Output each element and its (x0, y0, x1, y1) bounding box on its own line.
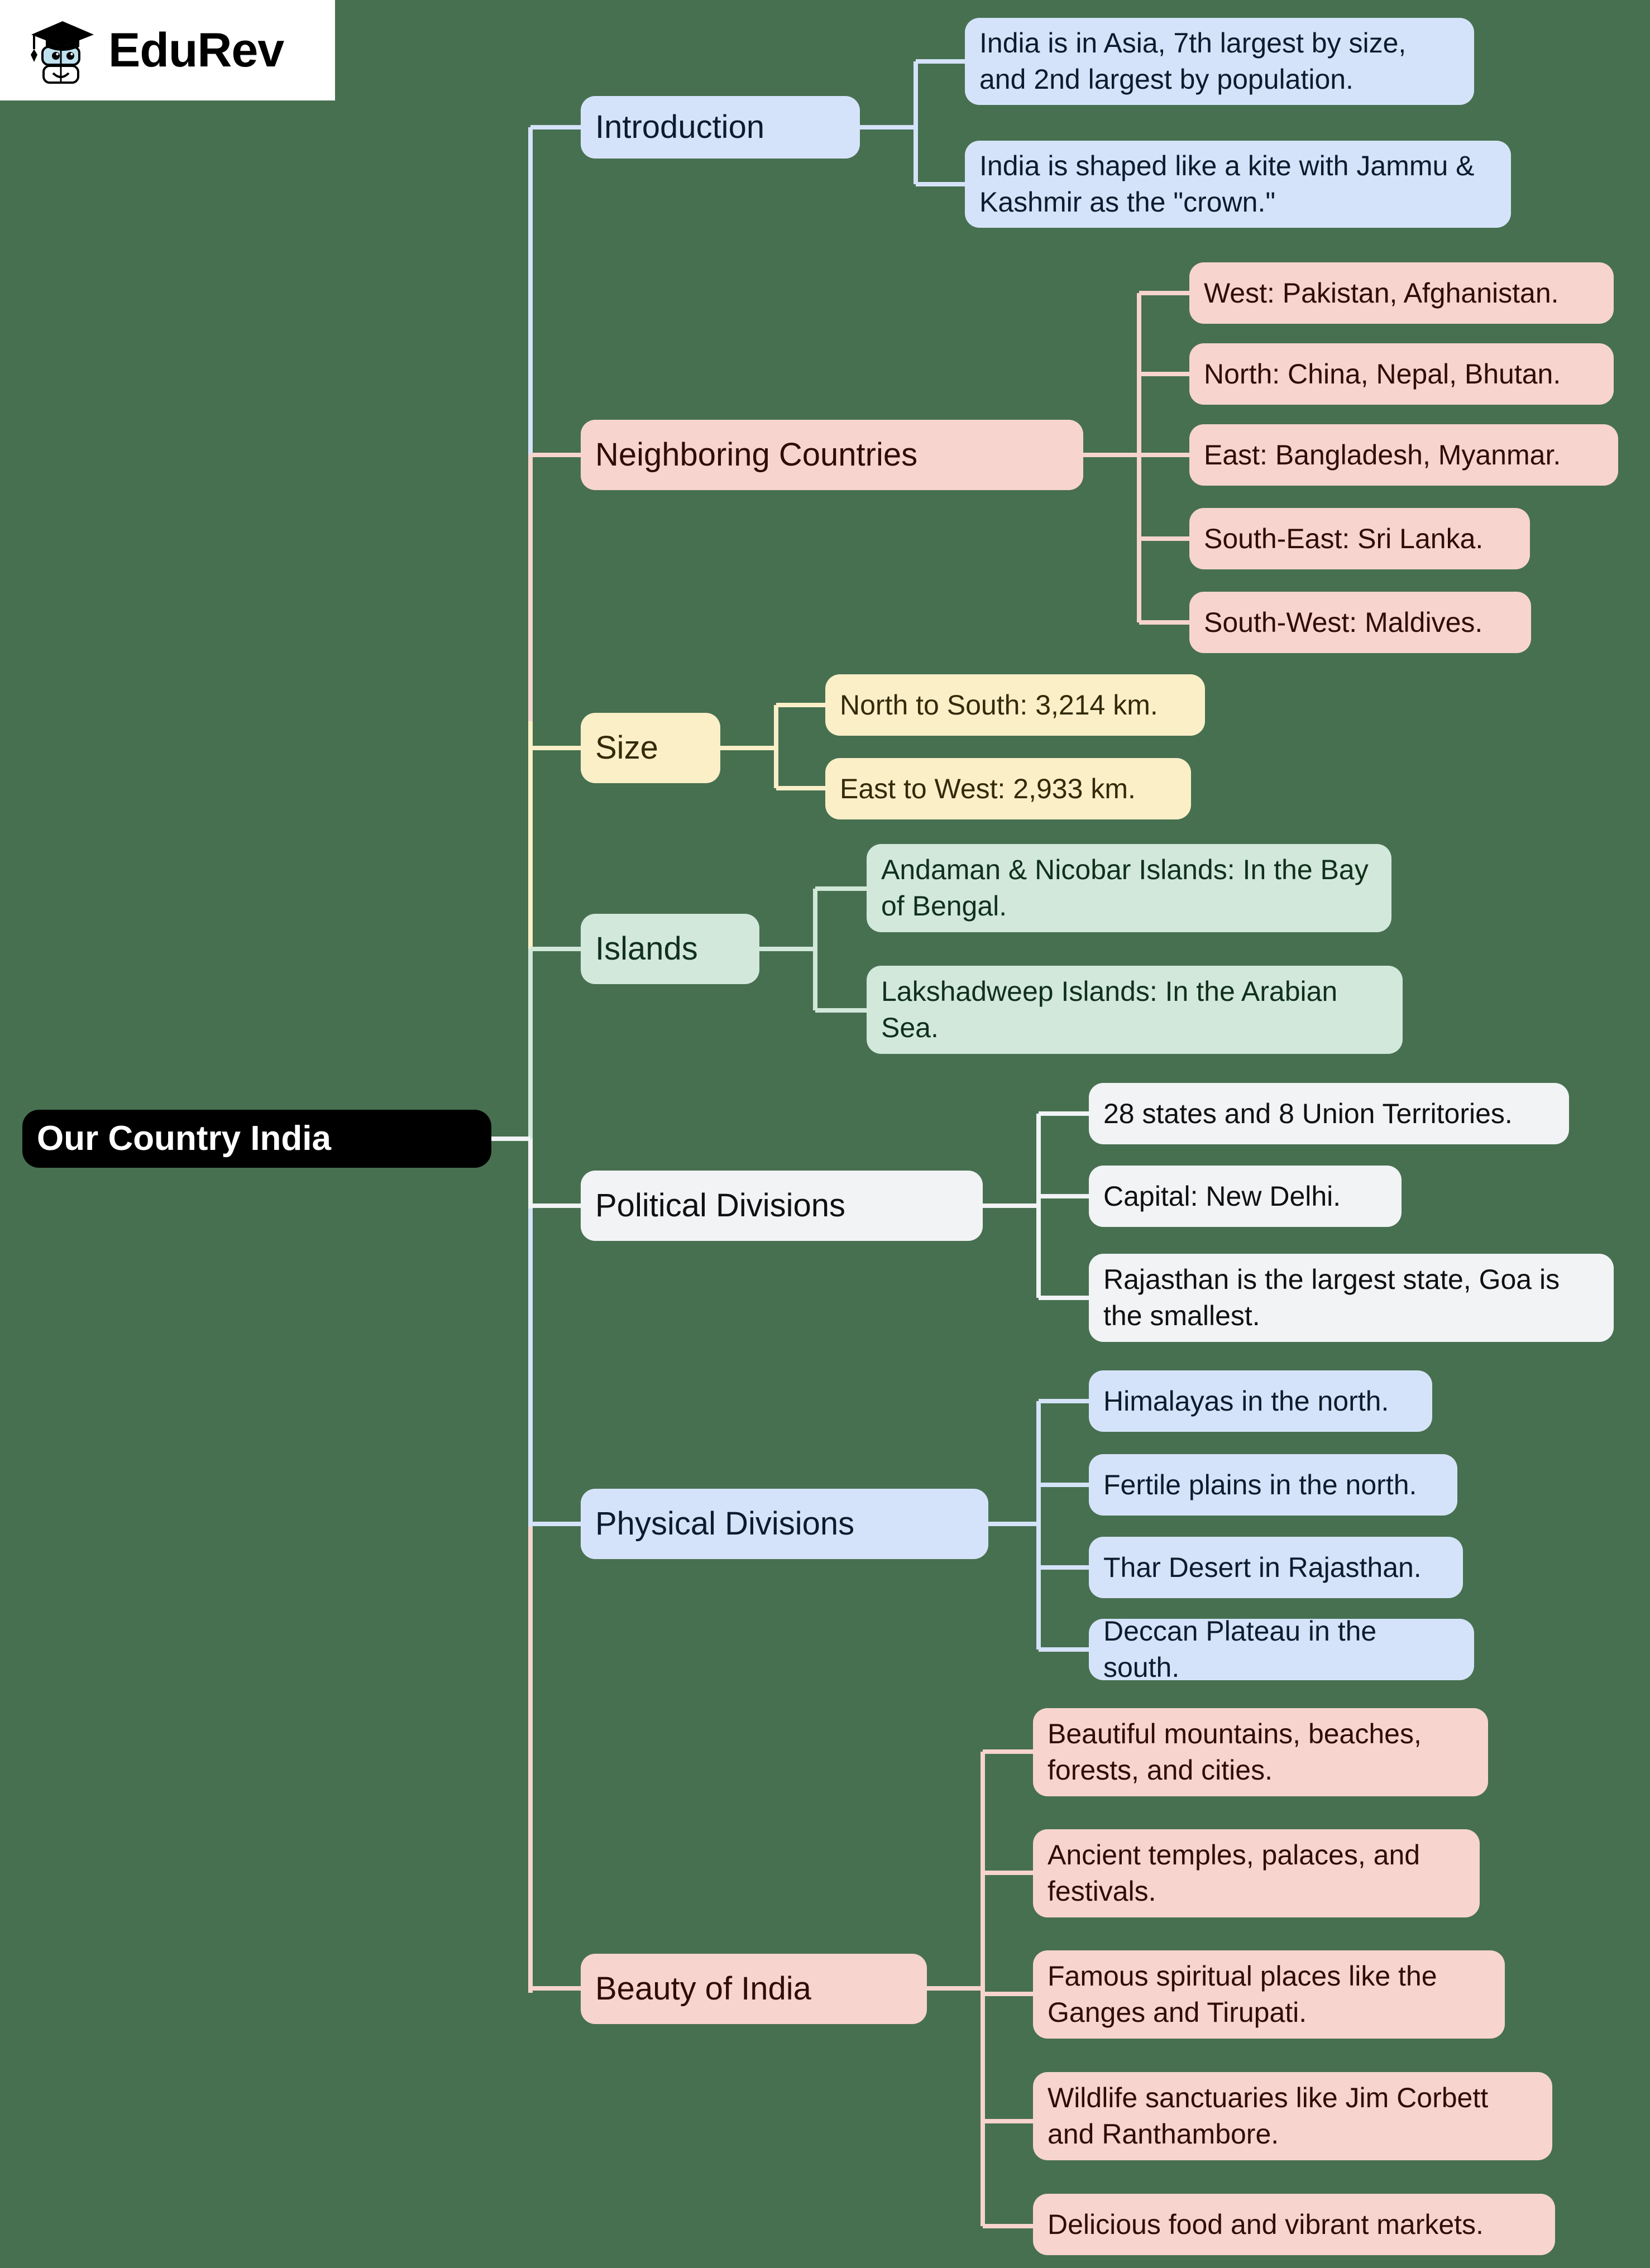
leaf-label: Rajasthan is the largest state, Goa is t… (1103, 1264, 1560, 1331)
leaf-label: 28 states and 8 Union Territories. (1103, 1097, 1513, 1129)
leaf-node-physical-1[interactable]: Himalayas in the north. (1089, 1370, 1432, 1432)
leaf-label: East: Bangladesh, Myanmar. (1204, 439, 1561, 471)
leaf-node-size-2[interactable]: East to West: 2,933 km. (825, 758, 1191, 819)
branch-node-introduction[interactable]: Introduction (581, 96, 860, 159)
leaf-node-physical-4[interactable]: Deccan Plateau in the south. (1089, 1615, 1474, 1683)
leaf-label: North to South: 3,214 km. (840, 689, 1158, 721)
leaf-node-introduction-1[interactable]: India is in Asia, 7th largest by size, a… (965, 18, 1474, 105)
leaf-node-physical-2[interactable]: Fertile plains in the north. (1089, 1454, 1457, 1516)
branch-label: Physical Divisions (595, 1505, 855, 1542)
branch-node-political-divisions[interactable]: Political Divisions (581, 1171, 983, 1241)
leaf-label: Lakshadweep Islands: In the Arabian Sea. (881, 976, 1338, 1043)
leaf-label: North: China, Nepal, Bhutan. (1204, 358, 1561, 390)
leaf-label: Beautiful mountains, beaches, forests, a… (1048, 1718, 1422, 1786)
leaf-node-neighboring-3[interactable]: East: Bangladesh, Myanmar. (1189, 424, 1618, 486)
branch-label: Islands (595, 931, 698, 967)
leaf-node-introduction-2[interactable]: India is shaped like a kite with Jammu &… (965, 141, 1511, 228)
root-node-our-country-india[interactable]: Our Country India (22, 1110, 491, 1168)
branch-label: Neighboring Countries (595, 437, 918, 473)
leaf-label: Capital: New Delhi. (1103, 1180, 1341, 1212)
branch-node-islands[interactable]: Islands (581, 914, 759, 984)
leaf-label: Ancient temples, palaces, and festivals. (1048, 1839, 1421, 1907)
leaf-node-beauty-5[interactable]: Delicious food and vibrant markets. (1033, 2194, 1555, 2255)
brand-name: EduRev (108, 23, 284, 77)
branch-label: Beauty of India (595, 1970, 811, 2007)
leaf-node-beauty-1[interactable]: Beautiful mountains, beaches, forests, a… (1033, 1708, 1488, 1796)
leaf-label: Delicious food and vibrant markets. (1048, 2208, 1484, 2240)
leaf-node-neighboring-1[interactable]: West: Pakistan, Afghanistan. (1189, 262, 1614, 324)
branch-node-beauty-of-india[interactable]: Beauty of India (581, 1954, 927, 2024)
branch-node-neighboring-countries[interactable]: Neighboring Countries (581, 420, 1083, 490)
leaf-label: East to West: 2,933 km. (840, 773, 1136, 804)
leaf-node-size-1[interactable]: North to South: 3,214 km. (825, 674, 1205, 736)
leaf-label: Thar Desert in Rajasthan. (1103, 1551, 1422, 1583)
leaf-label: Wildlife sanctuaries like Jim Corbett an… (1048, 2082, 1489, 2150)
leaf-label: Deccan Plateau in the south. (1103, 1615, 1377, 1683)
leaf-node-neighboring-5[interactable]: South-West: Maldives. (1189, 592, 1531, 653)
leaf-node-islands-1[interactable]: Andaman & Nicobar Islands: In the Bay of… (867, 844, 1391, 932)
leaf-label: Famous spiritual places like the Ganges … (1048, 1960, 1437, 2028)
leaf-node-political-2[interactable]: Capital: New Delhi. (1089, 1166, 1402, 1227)
branch-node-size[interactable]: Size (581, 713, 720, 783)
branch-label: Introduction (595, 109, 765, 146)
edurev-logo: EduRev (0, 0, 335, 100)
leaf-label: South-West: Maldives. (1204, 606, 1483, 638)
leaf-node-physical-3[interactable]: Thar Desert in Rajasthan. (1089, 1537, 1463, 1598)
leaf-node-political-1[interactable]: 28 states and 8 Union Territories. (1089, 1083, 1569, 1144)
leaf-node-beauty-2[interactable]: Ancient temples, palaces, and festivals. (1033, 1829, 1480, 1917)
leaf-label: India is in Asia, 7th largest by size, a… (979, 27, 1407, 95)
leaf-label: West: Pakistan, Afghanistan. (1204, 277, 1559, 309)
branch-label: Size (595, 730, 658, 766)
leaf-label: Fertile plains in the north. (1103, 1469, 1417, 1500)
leaf-node-neighboring-2[interactable]: North: China, Nepal, Bhutan. (1189, 343, 1614, 405)
branch-label: Political Divisions (595, 1187, 846, 1224)
leaf-label: South-East: Sri Lanka. (1204, 522, 1484, 554)
leaf-node-beauty-3[interactable]: Famous spiritual places like the Ganges … (1033, 1950, 1505, 2039)
root-node-label: Our Country India (37, 1119, 331, 1158)
leaf-label: India is shaped like a kite with Jammu &… (979, 150, 1475, 218)
leaf-node-beauty-4[interactable]: Wildlife sanctuaries like Jim Corbett an… (1033, 2072, 1552, 2160)
leaf-label: Andaman & Nicobar Islands: In the Bay of… (881, 854, 1369, 922)
leaf-node-neighboring-4[interactable]: South-East: Sri Lanka. (1189, 508, 1530, 569)
leaf-node-political-3[interactable]: Rajasthan is the largest state, Goa is t… (1089, 1254, 1614, 1342)
branch-node-physical-divisions[interactable]: Physical Divisions (581, 1489, 988, 1559)
graduation-cap-mascot-icon (31, 21, 94, 84)
leaf-node-islands-2[interactable]: Lakshadweep Islands: In the Arabian Sea. (867, 966, 1403, 1054)
leaf-label: Himalayas in the north. (1103, 1385, 1389, 1417)
